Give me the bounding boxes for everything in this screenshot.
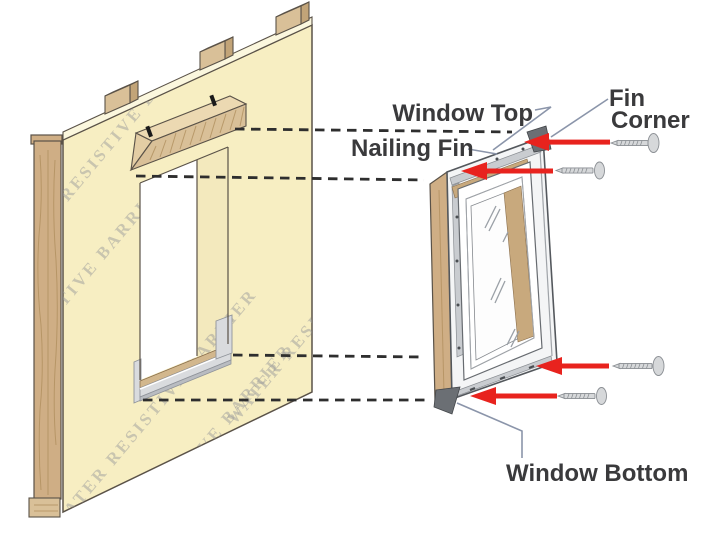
glass-reflection-streaks — [484, 205, 520, 348]
fin-corner-patch-bottom — [433, 386, 461, 415]
fastener-nail — [611, 356, 665, 376]
install-arrow — [470, 387, 557, 405]
top-plate-band — [62, 16, 313, 141]
label-fin-corner-line2: Corner — [611, 107, 690, 134]
wall-assembly: WATER RESISTIVE BARRIER WATER RESISTIVE … — [28, 1, 313, 518]
nailing-fin-leader-line — [467, 148, 498, 155]
projection-dashed-line — [234, 127, 513, 134]
label-window-bottom: Window Bottom — [506, 460, 688, 487]
label-fin-corner-line1: Fin — [609, 85, 645, 112]
window-frame-inner-line — [465, 176, 535, 370]
stud-block — [199, 36, 234, 71]
nailing-fin-strip-right — [539, 149, 553, 357]
leader-lines — [456, 98, 609, 458]
stud-block-front — [199, 40, 226, 71]
corner-stud — [28, 134, 63, 518]
labels: Window Top Nailing Fin Fin Corner Window… — [351, 85, 690, 487]
fin-corner-leader-line — [550, 98, 609, 138]
jamb-grain — [438, 189, 445, 395]
install-arrows-and-fasteners — [461, 133, 665, 405]
header-nail-mark — [209, 94, 217, 107]
jack-stud — [197, 147, 228, 357]
fin-nail-holes — [455, 147, 535, 392]
fastener-nail — [556, 387, 607, 405]
sill-pan-flashing — [133, 314, 233, 404]
install-arrow — [536, 357, 609, 375]
fastener-nail — [554, 161, 605, 180]
stud-block-side — [300, 1, 310, 25]
label-nailing-fin: Nailing Fin — [351, 135, 474, 162]
install-arrow — [524, 133, 610, 151]
stud-bottom-cap — [28, 497, 61, 518]
header-nail-mark — [145, 125, 153, 138]
projection-dashed-line — [135, 174, 425, 182]
window-unit — [429, 125, 558, 415]
stud-block-front — [104, 84, 131, 115]
header-front-face — [129, 103, 247, 172]
label-window-top: Window Top — [392, 100, 533, 127]
fastener-nail — [609, 133, 660, 153]
window-bottom-leader-line — [456, 402, 523, 458]
projection-dashed-lines — [135, 127, 513, 402]
install-arrow — [461, 162, 553, 180]
window-top-leader-line — [492, 106, 552, 151]
header-beam — [129, 94, 248, 172]
flashing-front-lip — [139, 359, 232, 402]
stud-block — [104, 80, 139, 115]
stud-wood-grain — [34, 150, 58, 512]
stud-block-front — [275, 5, 302, 36]
header-wood-grain — [149, 106, 245, 161]
stud-block — [275, 1, 310, 36]
flashing-back-dam — [215, 314, 233, 360]
stud-block-side — [129, 80, 139, 104]
stud-block-side — [224, 36, 234, 60]
